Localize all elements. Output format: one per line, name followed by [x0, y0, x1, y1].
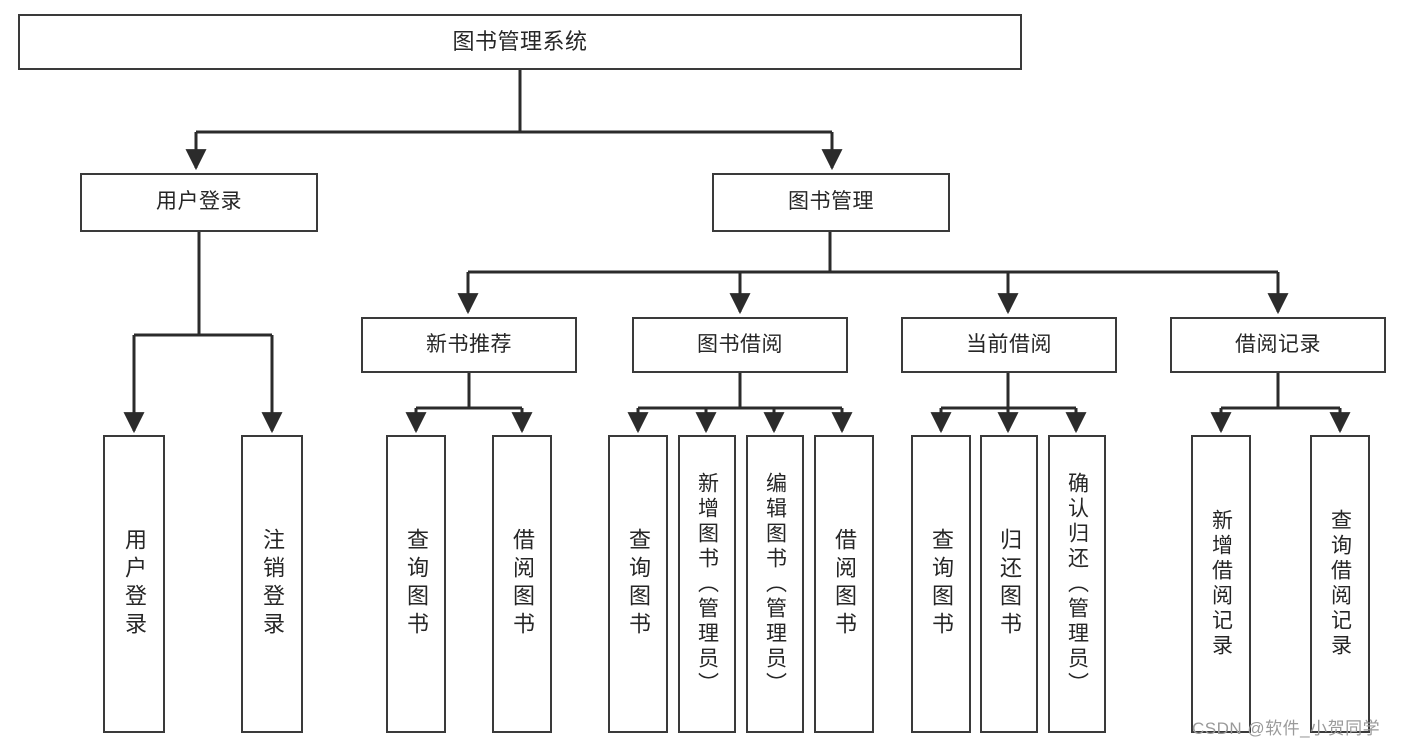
node-label: 图书管理系统 [452, 29, 588, 55]
leaf-book-borrow-edit-book-admin[interactable]: 编辑图书（管理员） [746, 435, 804, 733]
csdn-watermark: CSDN @软件_小贺同学 [1192, 719, 1381, 738]
node-label: 借阅图书 [832, 528, 857, 640]
node-book-management[interactable]: 图书管理 [712, 173, 950, 232]
node-label: 借阅图书 [510, 528, 535, 640]
node-label: 编辑图书（管理员） [763, 471, 787, 697]
node-label: 用户登录 [122, 528, 147, 640]
node-label: 当前借阅 [966, 332, 1052, 356]
node-label: 注销登录 [260, 528, 285, 640]
node-label: 用户登录 [156, 190, 242, 214]
node-label: 图书借阅 [697, 332, 783, 356]
node-label: 确认归还（管理员） [1065, 471, 1089, 697]
leaf-borrow-record-query-record[interactable]: 查询借阅记录 [1310, 435, 1370, 733]
node-borrow-record[interactable]: 借阅记录 [1170, 317, 1386, 373]
node-book-borrow[interactable]: 图书借阅 [632, 317, 848, 373]
leaf-new-book-query-book[interactable]: 查询图书 [386, 435, 446, 733]
node-label: 新书推荐 [426, 332, 512, 356]
leaf-user-login-logout[interactable]: 注销登录 [241, 435, 303, 733]
node-label: 查询图书 [929, 528, 954, 640]
leaf-current-borrow-return-book[interactable]: 归还图书 [980, 435, 1038, 733]
node-user-login[interactable]: 用户登录 [80, 173, 318, 232]
leaf-book-borrow-query-book[interactable]: 查询图书 [608, 435, 668, 733]
leaf-current-borrow-query-book[interactable]: 查询图书 [911, 435, 971, 733]
leaf-new-book-borrow-book[interactable]: 借阅图书 [492, 435, 552, 733]
node-label: 新增借阅记录 [1209, 509, 1233, 659]
node-new-book-recommend[interactable]: 新书推荐 [361, 317, 577, 373]
node-label: 归还图书 [997, 528, 1022, 640]
leaf-book-borrow-add-book-admin[interactable]: 新增图书（管理员） [678, 435, 736, 733]
node-label: 借阅记录 [1235, 332, 1321, 356]
node-current-borrow[interactable]: 当前借阅 [901, 317, 1117, 373]
leaf-current-borrow-confirm-return-admin[interactable]: 确认归还（管理员） [1048, 435, 1106, 733]
node-root-book-management-system[interactable]: 图书管理系统 [18, 14, 1022, 70]
node-label: 查询图书 [626, 528, 651, 640]
node-label: 查询图书 [404, 528, 429, 640]
node-label: 查询借阅记录 [1328, 509, 1352, 659]
node-label: 新增图书（管理员） [695, 471, 719, 697]
leaf-user-login-login[interactable]: 用户登录 [103, 435, 165, 733]
leaf-book-borrow-borrow-book[interactable]: 借阅图书 [814, 435, 874, 733]
node-label: 图书管理 [788, 190, 874, 214]
leaf-borrow-record-add-record[interactable]: 新增借阅记录 [1191, 435, 1251, 733]
